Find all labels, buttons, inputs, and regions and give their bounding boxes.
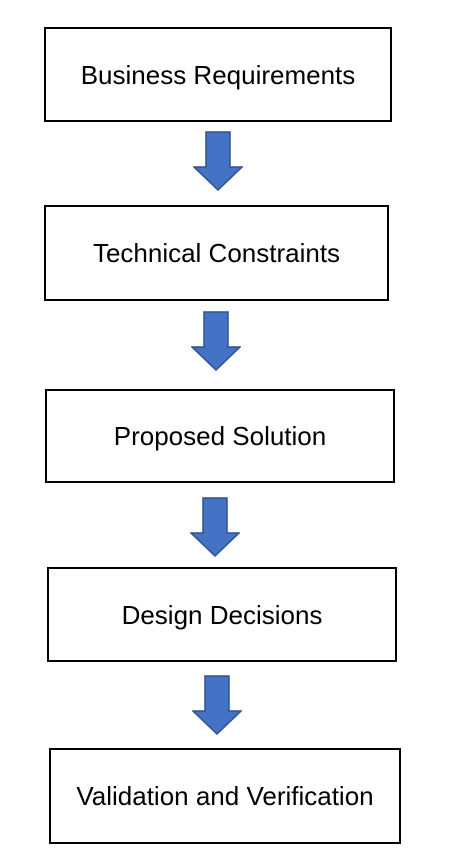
down-arrow-icon (193, 131, 243, 191)
step-label: Business Requirements (80, 59, 356, 90)
step-validation-and-verification: Validation and Verification (49, 748, 401, 844)
step-technical-constraints: Technical Constraints (44, 205, 389, 301)
step-label: Validation and Verification (76, 781, 374, 811)
down-arrow-icon (192, 675, 242, 735)
down-arrow-icon (191, 311, 241, 371)
step-business-requirements: Business Requirements (44, 27, 392, 122)
down-arrow-icon (190, 497, 240, 557)
step-label: Design Decisions (121, 599, 323, 630)
step-proposed-solution: Proposed Solution (45, 389, 395, 483)
step-design-decisions: Design Decisions (47, 567, 397, 662)
step-label: Technical Constraints (92, 238, 341, 268)
step-label: Proposed Solution (113, 421, 327, 451)
